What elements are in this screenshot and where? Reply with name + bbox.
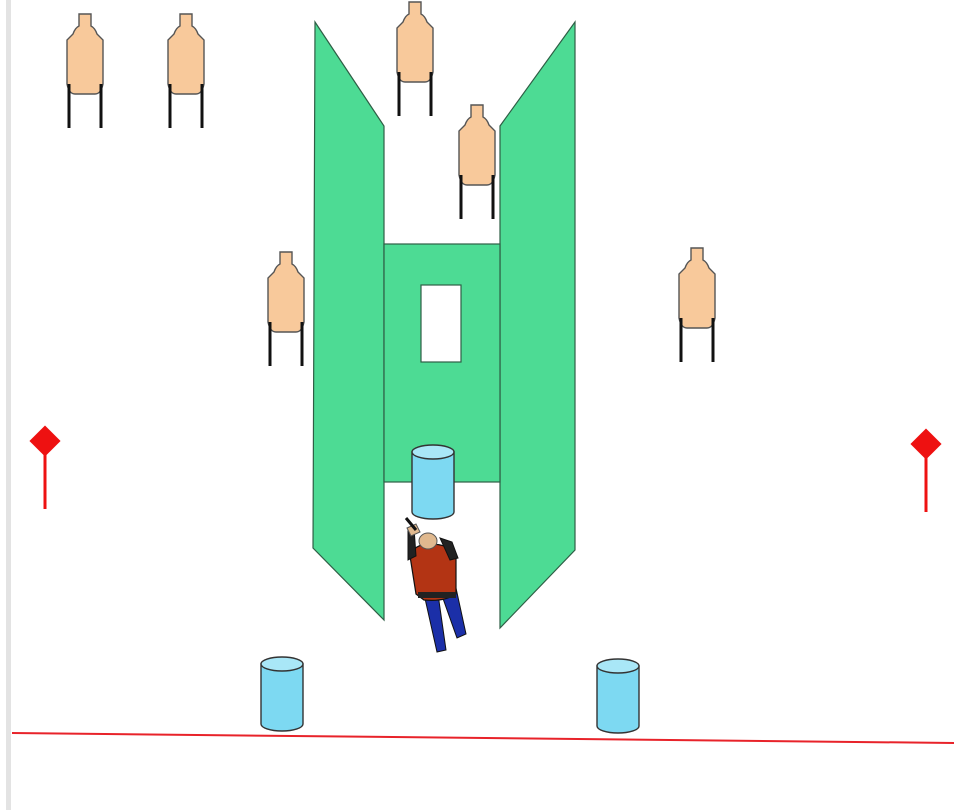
target-3 — [395, 0, 435, 118]
wall-left — [312, 20, 385, 622]
barrel-center — [411, 444, 455, 520]
target-1 — [65, 12, 105, 130]
shooter — [404, 517, 467, 653]
left-border — [6, 0, 11, 810]
wall-right — [499, 20, 576, 630]
target-4 — [457, 103, 497, 221]
flag-right — [908, 426, 944, 514]
window-opening — [420, 284, 462, 363]
target-2 — [166, 12, 206, 130]
flag-left — [27, 423, 63, 511]
barrel-left — [260, 656, 304, 732]
fault-line — [11, 732, 954, 744]
barrel-right — [596, 658, 640, 734]
target-5 — [266, 250, 306, 368]
wall-center — [383, 243, 501, 483]
target-6 — [677, 246, 717, 364]
